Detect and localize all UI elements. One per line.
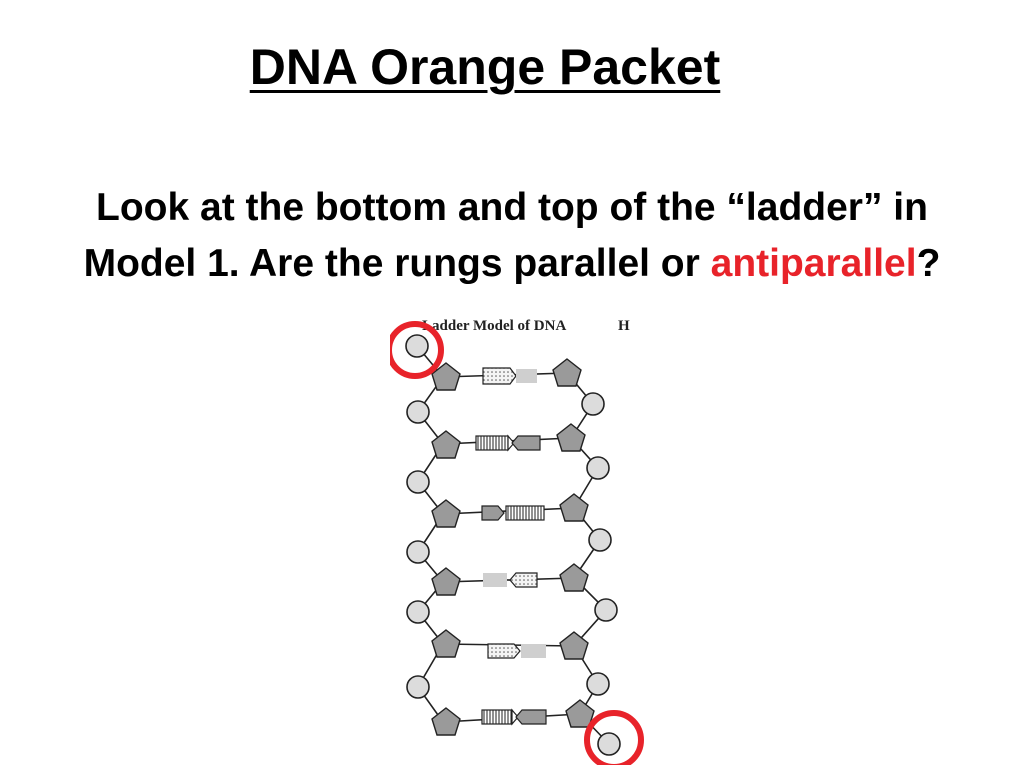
dna-ladder-svg: Ladder Model of DNA H <box>386 318 644 770</box>
phosphate-circle <box>405 334 429 358</box>
phosphate-circle <box>406 540 430 564</box>
sugar-pentagon <box>431 707 461 736</box>
sugar-pentagon <box>559 631 589 660</box>
base-pair-5 <box>487 643 546 659</box>
sugar-pentagon <box>559 493 589 522</box>
slide-title: DNA Orange Packet <box>249 39 721 95</box>
phosphate-circle <box>406 400 430 424</box>
phosphate-circle <box>581 392 605 416</box>
sugar-pentagons <box>431 358 595 736</box>
sugar-pentagon <box>431 567 461 596</box>
diagram-caption-cut: H <box>618 318 630 334</box>
base-pair-2 <box>475 434 541 452</box>
sugar-pentagon <box>565 699 595 728</box>
phosphate-circle <box>406 470 430 494</box>
base-pair-4 <box>483 572 538 588</box>
phosphate-circle <box>406 600 430 624</box>
base-pair-1 <box>482 367 537 385</box>
sugar-pentagon <box>431 362 461 391</box>
question-line-2: Model 1. Are the rungs parallel or antip… <box>0 236 1024 292</box>
sugar-pentagon <box>431 499 461 528</box>
sugar-pentagon <box>552 358 582 387</box>
sugar-pentagon <box>559 563 589 592</box>
sugar-pentagon <box>431 629 461 658</box>
question-line-1: Look at the bottom and top of the “ladde… <box>96 186 928 229</box>
question-text: Look at the bottom and top of the “ladde… <box>0 180 1024 292</box>
dna-ladder-diagram: Ladder Model of DNA H <box>386 310 650 770</box>
phosphate-circle <box>594 598 618 622</box>
rung-line-4 <box>442 577 575 583</box>
question-line-2-text: Model 1. Are the rungs parallel or <box>83 242 711 285</box>
backbone-lines <box>416 345 610 745</box>
diagram-caption: Ladder Model of DNA <box>422 318 566 334</box>
base-pairs <box>475 367 547 726</box>
base-pair-6 <box>481 708 547 726</box>
base-pair-3 <box>481 505 545 521</box>
phosphate-circle <box>586 672 610 696</box>
sugar-pentagon <box>431 430 461 459</box>
antiparallel-highlight: antiparallel <box>710 242 917 285</box>
phosphate-circle <box>586 456 610 480</box>
phosphate-circle <box>406 675 430 699</box>
sugar-pentagon <box>556 423 586 452</box>
phosphate-circles <box>405 334 621 756</box>
phosphate-circle <box>597 732 621 756</box>
phosphate-circle <box>588 528 612 552</box>
question-mark: ? <box>916 242 941 285</box>
